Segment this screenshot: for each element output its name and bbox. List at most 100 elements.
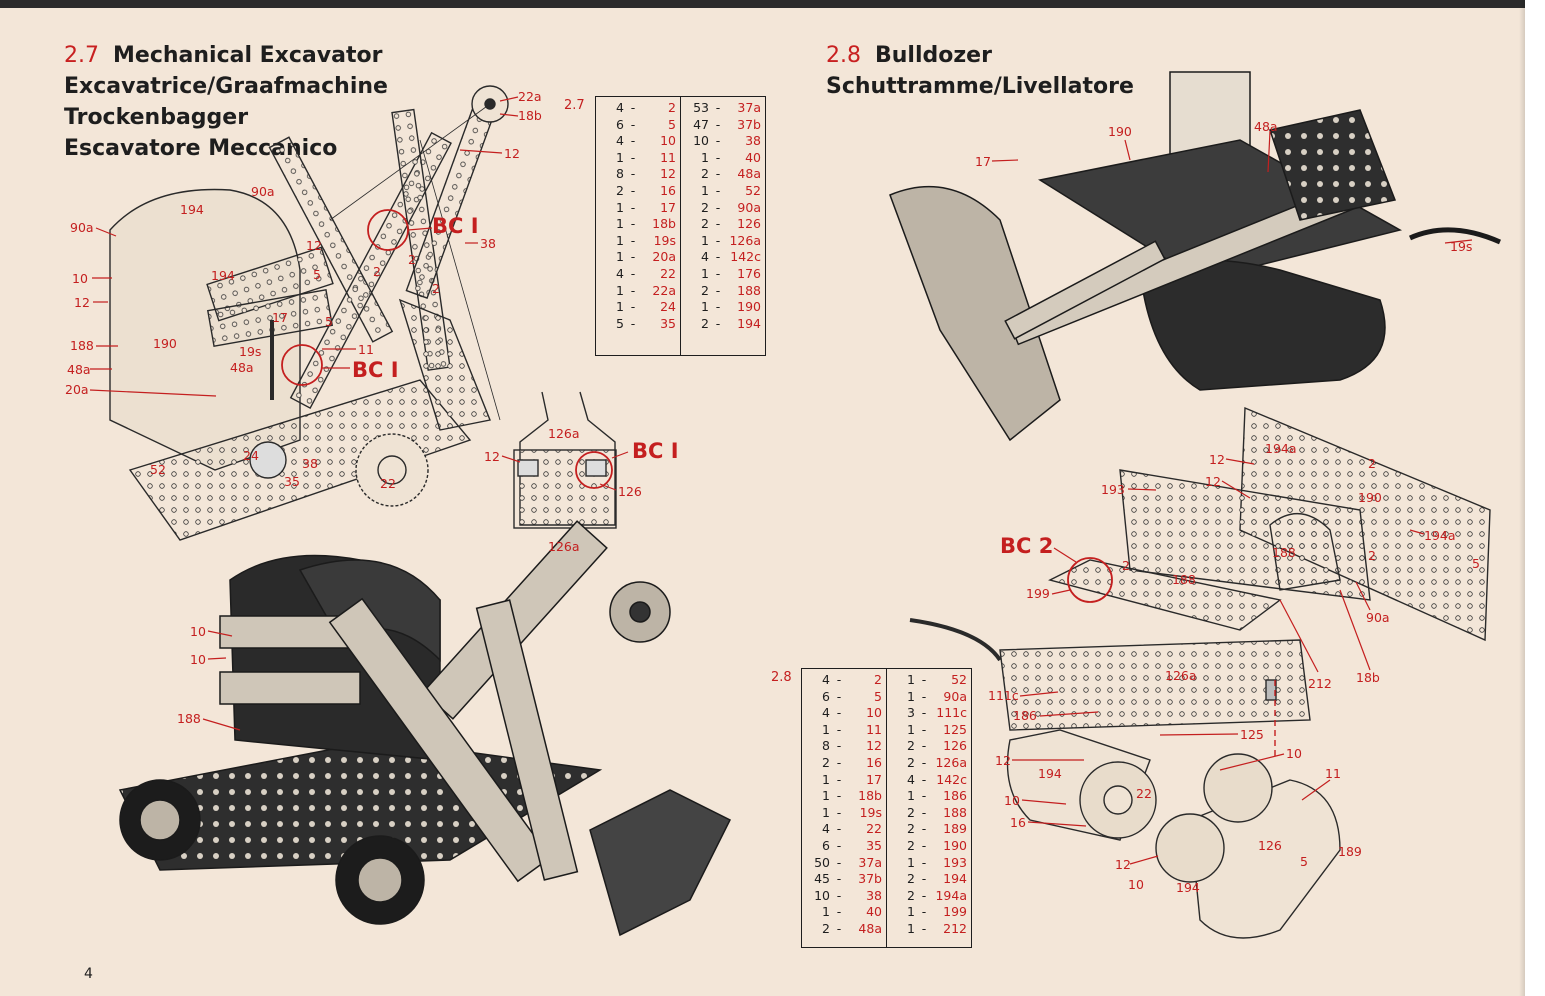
part-number: 17 <box>660 199 676 215</box>
part-quantity: 1 <box>701 182 709 198</box>
label-18b: 18b <box>518 108 542 123</box>
label-188: 188 <box>1172 572 1196 587</box>
part-number: 35 <box>660 315 676 331</box>
part-quantity: 2 <box>907 821 915 837</box>
part-number: 48a <box>858 920 882 936</box>
part-dash: - <box>921 871 927 887</box>
label-22: 22 <box>380 476 396 491</box>
parts-row: 4-2 <box>600 100 676 117</box>
parts-row: 1-90a <box>891 689 967 706</box>
part-quantity: 1 <box>616 149 624 165</box>
part-number: 37a <box>858 854 882 870</box>
label-188: 188 <box>1272 545 1296 560</box>
part-dash: - <box>921 688 927 704</box>
part-quantity: 2 <box>822 754 830 770</box>
parts-row: 1-19s <box>600 233 676 250</box>
part-quantity: 53 <box>693 100 709 115</box>
bucket-detail-drawing <box>513 391 617 529</box>
parts-row: 2-126 <box>685 216 761 233</box>
part-dash: - <box>921 821 927 837</box>
parts-row: 2-194 <box>891 871 967 888</box>
label-126a: 126a <box>548 539 580 554</box>
parts-row: 2-188 <box>891 805 967 822</box>
part-quantity: 1 <box>907 721 915 737</box>
part-number: 194a <box>935 887 967 903</box>
part-number: 212 <box>943 920 967 936</box>
label-199: 199 <box>1026 586 1050 601</box>
label-194: 194 <box>211 268 235 283</box>
part-number: 126 <box>737 216 761 232</box>
label-190: 190 <box>1358 490 1382 505</box>
part-dash: - <box>836 738 842 754</box>
label-12: 12 <box>504 146 520 161</box>
part-dash: - <box>630 249 636 265</box>
part-number: 176 <box>737 265 761 281</box>
part-dash: - <box>630 149 636 165</box>
parts-row: 6-5 <box>806 689 882 706</box>
label-11: 11 <box>358 342 374 357</box>
part-quantity: 4 <box>822 821 830 837</box>
part-number: 17 <box>866 771 882 787</box>
part-dash: - <box>836 804 842 820</box>
part-number: 48a <box>737 166 761 182</box>
part-quantity: 1 <box>822 788 830 804</box>
bulldozer-photo <box>889 71 1502 442</box>
part-dash: - <box>630 100 636 115</box>
part-number: 22 <box>660 265 676 281</box>
part-number: 90a <box>943 688 967 704</box>
part-quantity: 10 <box>814 887 830 903</box>
part-number: 37b <box>737 116 761 132</box>
part-dash: - <box>630 232 636 248</box>
part-dash: - <box>630 315 636 331</box>
part-quantity: 1 <box>907 920 915 936</box>
parts-row: 1-40 <box>685 150 761 167</box>
part-quantity: 1 <box>822 804 830 820</box>
parts-row: 1-17 <box>600 200 676 217</box>
label-5: 5 <box>325 314 333 329</box>
bc2-callout: BC 2 <box>1000 534 1053 558</box>
part-number: 22a <box>652 282 676 298</box>
label-2: 2 <box>408 252 416 267</box>
part-dash: - <box>836 771 842 787</box>
label-189: 189 <box>1338 844 1362 859</box>
parts-row: 1-11 <box>806 722 882 739</box>
label-2: 2 <box>432 281 440 296</box>
label-12: 12 <box>1115 857 1131 872</box>
part-number: 194 <box>943 871 967 887</box>
part-number: 188 <box>943 804 967 820</box>
parts-row: 2-189 <box>891 821 967 838</box>
part-quantity: 2 <box>907 738 915 754</box>
part-quantity: 1 <box>907 672 915 687</box>
parts-row: 4-10 <box>806 705 882 722</box>
part-dash: - <box>630 199 636 215</box>
label-194a: 194a <box>1424 528 1456 543</box>
part-number: 37b <box>858 871 882 887</box>
parts-row: 6-5 <box>600 117 676 134</box>
part-quantity: 1 <box>616 232 624 248</box>
part-dash: - <box>836 837 842 853</box>
label-126a: 126a <box>548 426 580 441</box>
part-quantity: 2 <box>907 887 915 903</box>
part-quantity: 5 <box>616 315 624 331</box>
part-dash: - <box>715 182 721 198</box>
parts-row: 1-17 <box>806 772 882 789</box>
part-quantity: 3 <box>907 705 915 721</box>
label-10: 10 <box>190 652 206 667</box>
parts-row: 8-12 <box>806 738 882 755</box>
part-number: 11 <box>866 721 882 737</box>
part-number: 190 <box>943 837 967 853</box>
part-dash: - <box>630 116 636 132</box>
part-number: 52 <box>745 182 761 198</box>
part-quantity: 1 <box>701 265 709 281</box>
label-194: 194 <box>1038 766 1062 781</box>
part-quantity: 2 <box>701 166 709 182</box>
label-90a: 90a <box>251 184 275 199</box>
parts-row: 8-12 <box>600 166 676 183</box>
part-number: 10 <box>866 705 882 721</box>
label-12: 12 <box>995 753 1011 768</box>
